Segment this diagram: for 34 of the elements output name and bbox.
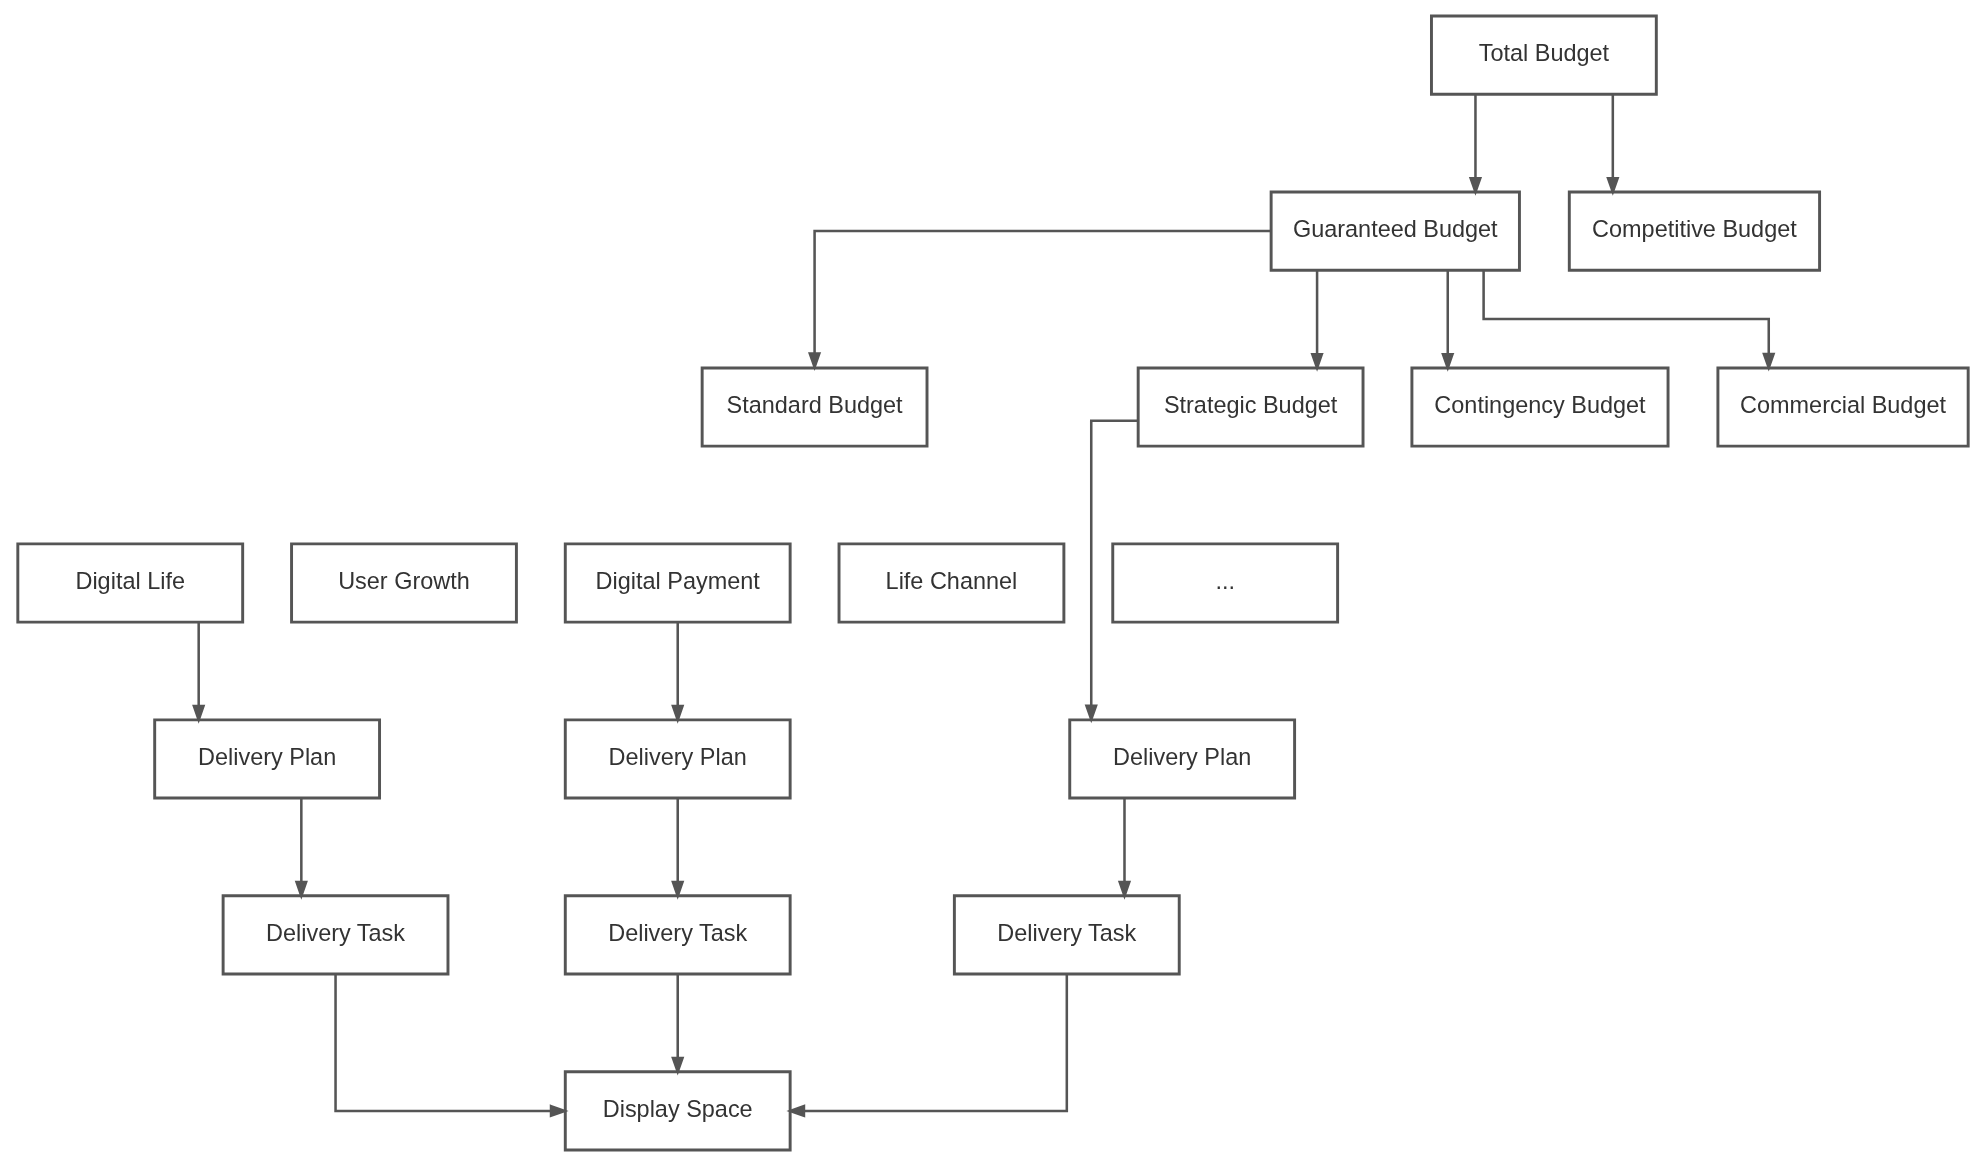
- arrow: [1606, 95, 1620, 196]
- arrow: [1482, 270, 1776, 372]
- node-box: Competitive Budget: [1567, 190, 1822, 272]
- node-box: Delivery Task: [221, 894, 450, 976]
- node-box: Delivery Task: [952, 894, 1181, 976]
- arrow: [808, 229, 1271, 371]
- arrow: [192, 622, 206, 724]
- node-box: Delivery Task: [563, 894, 792, 976]
- node-box: Display Space: [563, 1070, 792, 1152]
- node-box: Delivery Plan: [153, 718, 381, 800]
- node-box: User Growth: [290, 542, 518, 624]
- node-box: Guaranteed Budget: [1269, 190, 1521, 272]
- arrow: [334, 974, 569, 1118]
- arrow: [1468, 95, 1483, 196]
- arrow: [294, 798, 308, 900]
- node-box: ...: [1111, 542, 1340, 624]
- arrow: [1117, 798, 1132, 900]
- arrow: [1084, 419, 1138, 724]
- arrow: [1441, 271, 1455, 372]
- node-box: Commercial Budget: [1716, 366, 1970, 448]
- node-box: Strategic Budget: [1136, 366, 1365, 448]
- node-box: Delivery Plan: [1068, 718, 1297, 800]
- arrow: [671, 798, 685, 900]
- arrow: [786, 974, 1069, 1118]
- node-box: Digital Life: [16, 542, 245, 624]
- node-box: Contingency Budget: [1410, 366, 1670, 448]
- node-box: Standard Budget: [700, 366, 929, 448]
- arrow: [671, 622, 685, 724]
- node-box: Digital Payment: [563, 542, 792, 624]
- node-box: Life Channel: [837, 542, 1066, 624]
- arrow: [671, 974, 685, 1076]
- node-box: Delivery Plan: [563, 718, 792, 800]
- node-box: Total Budget: [1430, 14, 1658, 96]
- arrow: [1310, 271, 1324, 372]
